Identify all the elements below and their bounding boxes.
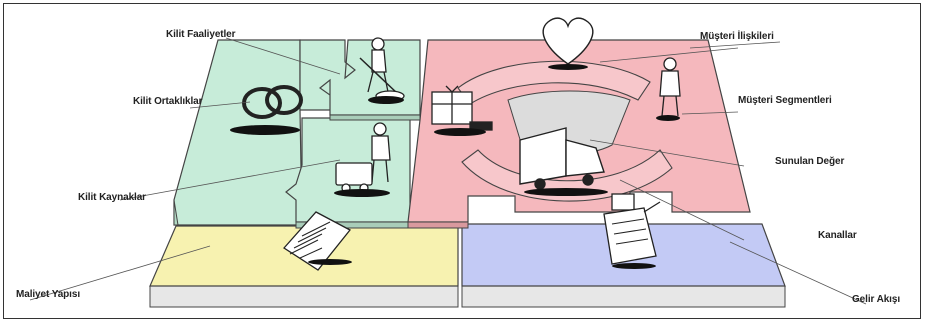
label-channels: Kanallar <box>818 230 857 241</box>
gift-shadow <box>434 128 486 136</box>
revenue-streams-block-side <box>462 286 785 307</box>
label-key-resources: Kilit Kaynaklar <box>78 192 146 203</box>
key-activities-block-side <box>330 115 420 120</box>
document-shadow <box>308 259 352 265</box>
key-activities-block <box>300 40 420 115</box>
heart-shadow <box>548 64 588 70</box>
machine-shadow <box>334 189 390 197</box>
label-revenue-streams: Gelir Akışı <box>852 294 900 305</box>
label-customer-relationships: Müşteri İlişkileri <box>700 31 774 42</box>
label-cost-structure: Maliyet Yapısı <box>16 289 80 300</box>
label-value-propositions: Sunulan Değer <box>775 156 844 167</box>
cost-structure-block-side <box>150 286 458 307</box>
label-key-activities: Kilit Faaliyetler <box>166 29 235 40</box>
register-shadow <box>612 263 656 269</box>
truck-shadow <box>524 188 608 196</box>
rings-shadow <box>230 125 300 135</box>
person-shadow <box>656 115 680 121</box>
worker-shadow <box>368 96 404 104</box>
label-key-partners: Kilit Ortaklıklar <box>133 96 202 107</box>
value-area-block-side <box>408 222 468 228</box>
label-customer-segments: Müşteri Segmentleri <box>738 95 832 106</box>
